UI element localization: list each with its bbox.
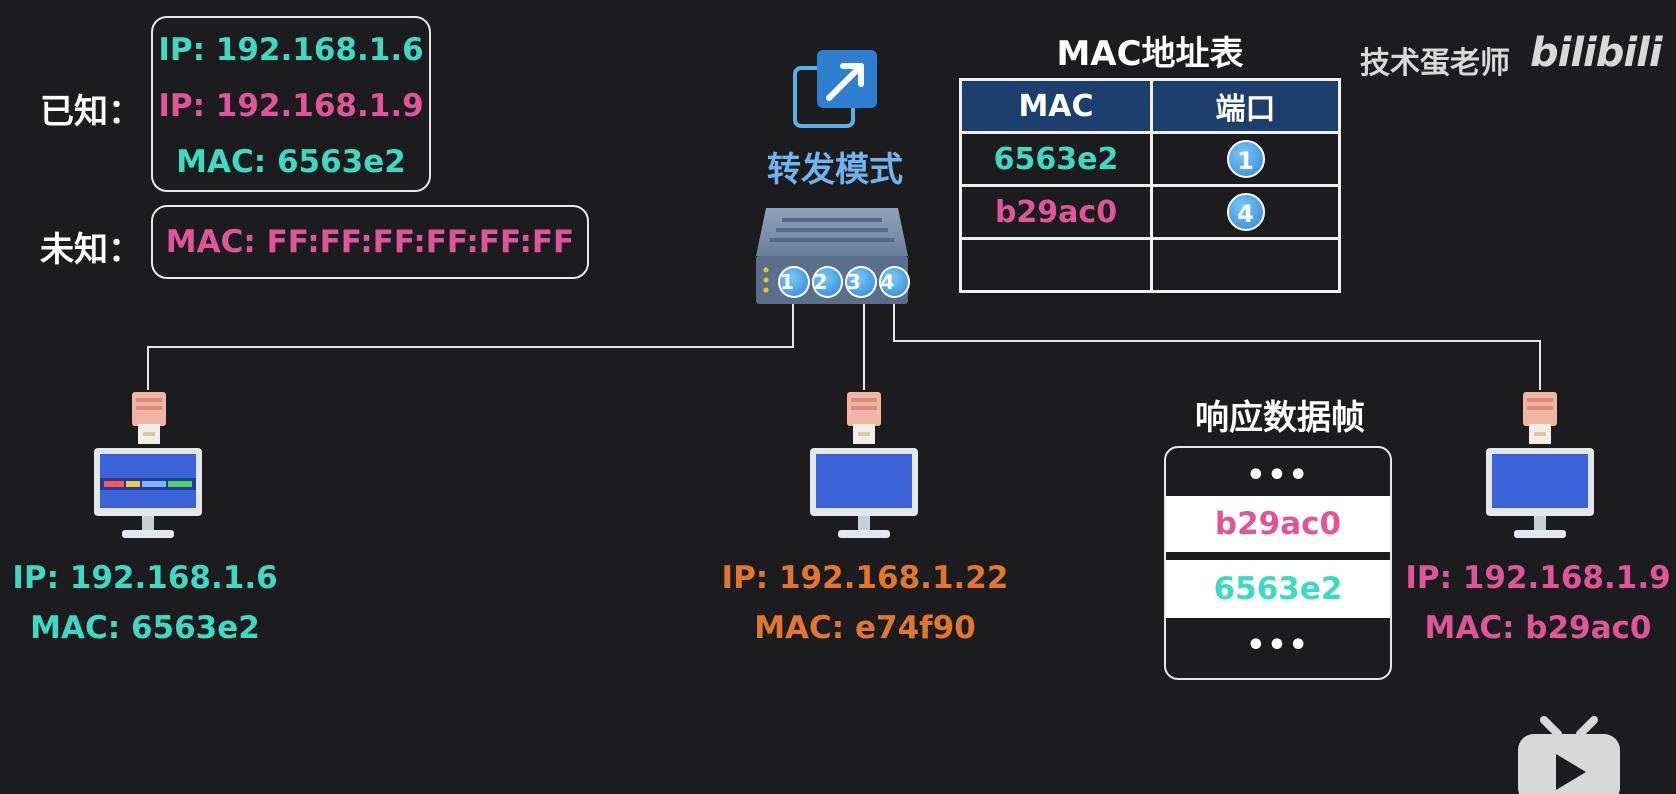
port-cell bbox=[1150, 237, 1341, 293]
response-frame-title: 响应数据帧 bbox=[1195, 398, 1365, 438]
switch-port-3: 3 bbox=[845, 266, 877, 298]
switch-port-1: 1 bbox=[778, 266, 810, 298]
known-label: 已知： bbox=[40, 92, 142, 132]
response-frame: ••• b29ac0 6563e2 ••• bbox=[1164, 446, 1392, 680]
mac-table-row: b29ac0 4 bbox=[959, 184, 1341, 240]
computer-monitor-icon bbox=[94, 448, 202, 538]
computer-monitor-icon bbox=[810, 448, 918, 538]
mac-table-row: 6563e2 1 bbox=[959, 131, 1341, 187]
host-a-ip: IP: 192.168.1.6 bbox=[12, 560, 278, 596]
rj45-connector-icon bbox=[132, 392, 166, 444]
computer-monitor-icon bbox=[1486, 448, 1594, 538]
host-c-ip: IP: 192.168.1.9 bbox=[1405, 560, 1671, 596]
rj45-connector-icon bbox=[847, 392, 881, 444]
host-a-mac: MAC: 6563e2 bbox=[30, 610, 260, 646]
mac-cell: 6563e2 bbox=[959, 131, 1153, 187]
port-cell: 4 bbox=[1150, 184, 1341, 240]
switch-port-4: 4 bbox=[878, 266, 910, 298]
mac-table-title: MAC地址表 bbox=[1056, 34, 1244, 74]
host-c-mac: MAC: b29ac0 bbox=[1424, 610, 1652, 646]
unknown-info-box: MAC: FF:FF:FF:FF:FF:FF bbox=[151, 205, 589, 279]
host-b-mac: MAC: e74f90 bbox=[754, 610, 976, 646]
frame-dots-bottom: ••• bbox=[1246, 628, 1310, 663]
mac-address-table: MAC 端口 6563e2 1 b29ac0 4 bbox=[959, 78, 1341, 293]
mac-table-row bbox=[959, 237, 1341, 293]
frame-dots-top: ••• bbox=[1246, 458, 1310, 493]
mac-cell bbox=[959, 237, 1153, 293]
known-info-box: IP: 192.168.1.6 IP: 192.168.1.9 MAC: 656… bbox=[151, 16, 431, 192]
author-watermark: 技术蛋老师 bbox=[1360, 46, 1510, 81]
port-cell: 1 bbox=[1150, 131, 1341, 187]
frame-dest-mac: b29ac0 bbox=[1166, 496, 1390, 552]
bilibili-logo: bilibili bbox=[1530, 30, 1663, 76]
frame-src-mac: 6563e2 bbox=[1166, 560, 1390, 618]
cable-port-1 bbox=[147, 300, 794, 390]
unknown-label: 未知： bbox=[40, 230, 142, 270]
forward-mode-label: 转发模式 bbox=[767, 150, 903, 190]
known-mac-source: MAC: 6563e2 bbox=[176, 144, 406, 180]
host-b-ip: IP: 192.168.1.22 bbox=[721, 560, 1009, 596]
known-ip-target: IP: 192.168.1.9 bbox=[158, 88, 424, 124]
port-badge-icon: 1 bbox=[1226, 140, 1265, 178]
switch-ports: 1 2 3 4 bbox=[778, 266, 910, 302]
port-badge-icon: 4 bbox=[1226, 193, 1265, 231]
forward-arrow-icon bbox=[793, 50, 877, 128]
mac-column-header: MAC bbox=[959, 78, 1153, 134]
cable-port-4 bbox=[893, 300, 1541, 390]
mac-table-header-row: MAC 端口 bbox=[959, 78, 1341, 134]
unknown-mac-value: MAC: FF:FF:FF:FF:FF:FF bbox=[165, 224, 575, 260]
rj45-connector-icon bbox=[1523, 392, 1557, 444]
bilibili-tv-icon bbox=[1518, 716, 1620, 794]
mac-cell: b29ac0 bbox=[959, 184, 1153, 240]
switch-port-2: 2 bbox=[811, 266, 843, 298]
known-ip-source: IP: 192.168.1.6 bbox=[158, 32, 424, 68]
port-column-header: 端口 bbox=[1150, 78, 1341, 134]
